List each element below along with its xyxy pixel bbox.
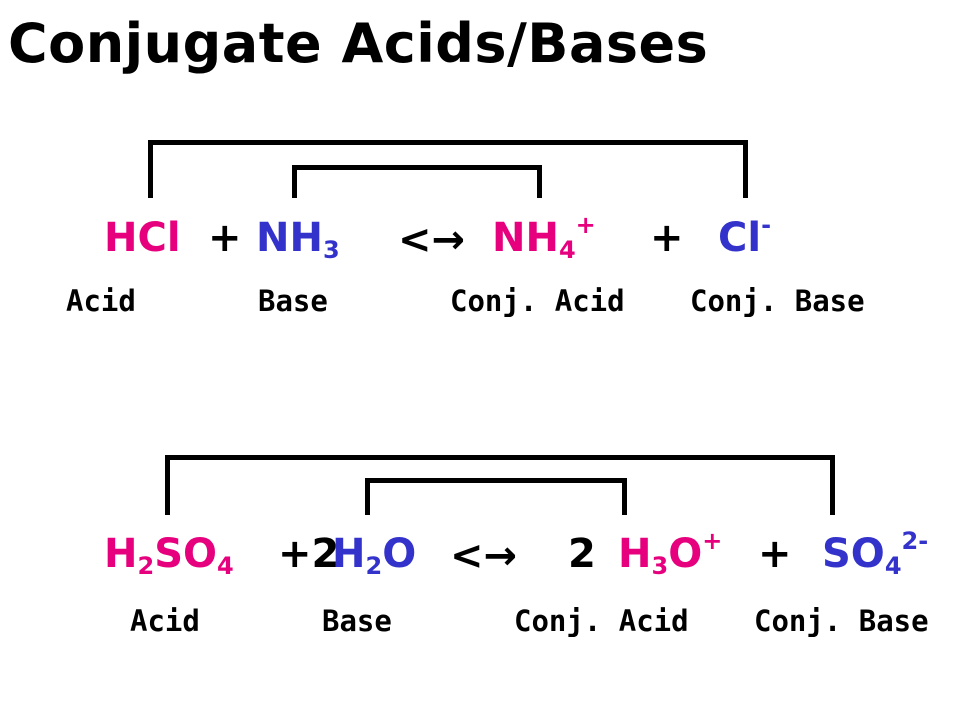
label-acid: Acid — [66, 284, 136, 318]
label-conj-acid: Conj. Acid — [514, 604, 689, 638]
conj-base-so4: SO42- — [822, 527, 929, 580]
conj-acid-nh4: NH4+ — [492, 211, 596, 264]
conj-base-cl: Cl- — [718, 211, 772, 261]
outer-pair-bracket-1 — [148, 140, 748, 198]
base-h2o: H2O — [332, 531, 417, 580]
equation-2: H2SO4 +2 H2O <→ 2 H3O+ + SO42- — [0, 527, 960, 580]
plus-coefficient: +2 — [278, 531, 340, 577]
label-base: Base — [322, 604, 392, 638]
slide-title: Conjugate Acids/Bases — [8, 12, 709, 75]
label-conj-base: Conj. Base — [690, 284, 865, 318]
plus-sign: + — [758, 531, 792, 577]
inner-pair-bracket-2 — [365, 478, 627, 515]
equation-1: HCl + NH3 <→ NH4+ + Cl- — [0, 211, 960, 264]
plus-sign: + — [650, 215, 684, 261]
acid-h2so4: H2SO4 — [104, 531, 234, 580]
label-acid: Acid — [130, 604, 200, 638]
equilibrium-arrow: <→ — [450, 533, 518, 579]
plus-sign: + — [208, 215, 242, 261]
base-nh3: NH3 — [256, 215, 340, 264]
label-conj-base: Conj. Base — [754, 604, 929, 638]
label-conj-acid: Conj. Acid — [450, 284, 625, 318]
acid-hcl: HCl — [104, 215, 181, 261]
outer-pair-bracket-2 — [165, 455, 835, 515]
inner-pair-bracket-1 — [292, 165, 542, 198]
label-base: Base — [258, 284, 328, 318]
conj-acid-h3o: H3O+ — [618, 527, 723, 580]
equilibrium-arrow: <→ — [398, 217, 466, 263]
coefficient: 2 — [568, 531, 596, 577]
